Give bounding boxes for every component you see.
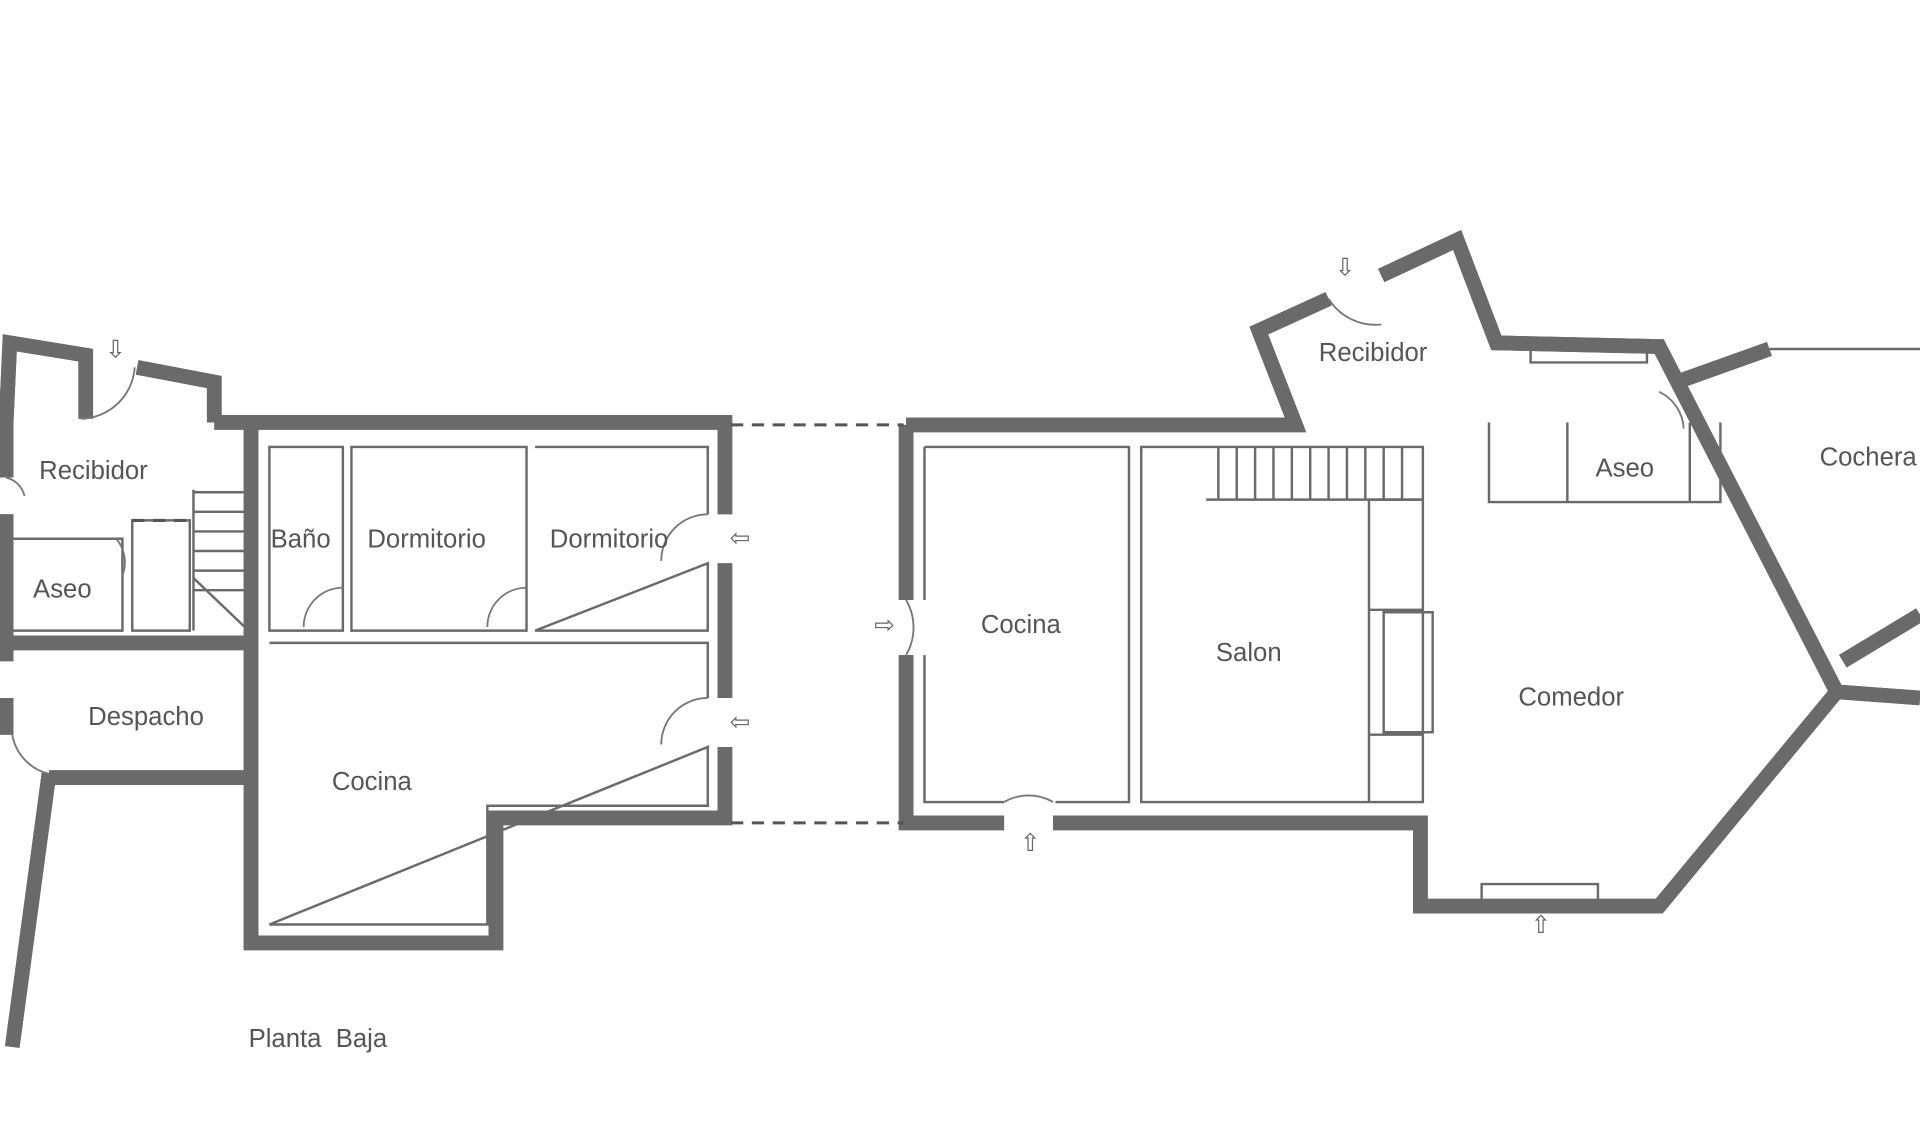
room-label-dormitorio: Dormitorio	[550, 525, 669, 553]
room-label-salon: Salon	[1216, 639, 1282, 667]
plan-title: Planta Baja	[249, 1025, 388, 1053]
arrow-down-icon: ⇩	[1335, 253, 1356, 282]
arrow-down-icon: ⇩	[105, 335, 126, 364]
arrow-up-icon: ⇧	[1020, 828, 1041, 857]
room-label-despacho: Despacho	[88, 703, 204, 731]
room-label-cocina: Cocina	[981, 611, 1062, 639]
room-labels: Recibidor Aseo Baño Dormitorio Dormitori…	[33, 339, 1917, 796]
room-label-recibidor: Recibidor	[1319, 339, 1428, 367]
room-label-aseo: Aseo	[1596, 454, 1655, 482]
arrow-right-icon: ⇨	[874, 610, 895, 639]
room-label-aseo: Aseo	[33, 576, 92, 604]
room-label-bano: Baño	[271, 525, 331, 553]
room-label-recibidor: Recibidor	[39, 457, 148, 485]
room-label-cochera: Cochera	[1820, 443, 1918, 471]
stairs-left	[192, 489, 250, 632]
walls	[0, 229, 1920, 1047]
room-label-dormitorio: Dormitorio	[367, 525, 486, 553]
room-label-comedor: Comedor	[1518, 683, 1624, 711]
arrow-up-icon: ⇧	[1531, 910, 1552, 939]
arrow-left-icon: ⇦	[730, 707, 751, 736]
room-label-cocina: Cocina	[332, 768, 413, 796]
entrance-arrows: ⇩ ⇦ ⇦ ⇨ ⇧ ⇩ ⇧	[105, 253, 1551, 940]
doors	[5, 298, 1685, 825]
arrow-left-icon: ⇦	[730, 523, 751, 552]
stairs-right	[1206, 446, 1421, 501]
